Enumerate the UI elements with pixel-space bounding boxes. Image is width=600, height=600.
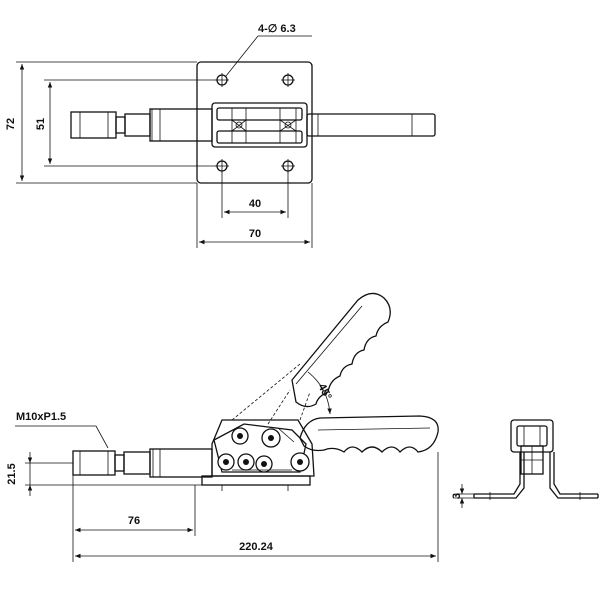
dim-plate-width: 70 <box>196 183 313 248</box>
dim-hole-spacing-h-label: 40 <box>249 198 261 210</box>
thread-callout: M10xP1.5 <box>15 411 109 449</box>
dim-plate-width-label: 70 <box>249 228 261 240</box>
end-view: 3 <box>451 419 599 508</box>
dim-hole-spacing-v-label: 51 <box>35 118 47 130</box>
hole-callout: 4-∅ 6.3 <box>225 23 312 77</box>
dim-spindle-height-label: 21.5 <box>6 463 18 484</box>
dim-hole-spacing-h: 40 <box>221 172 289 218</box>
handle-closed <box>299 415 439 453</box>
hole-callout-label: 4-∅ 6.3 <box>258 23 296 35</box>
dim-plate-height: 72 <box>5 61 197 184</box>
dim-base-thickness-label: 3 <box>451 493 463 499</box>
dim-spindle-length: 76 <box>72 475 196 536</box>
top-view: 72 51 40 70 4-∅ 6.3 <box>5 23 436 248</box>
dim-spindle-length-label: 76 <box>128 515 140 527</box>
side-base <box>201 475 311 486</box>
thread-callout-label: M10xP1.5 <box>16 411 66 423</box>
base-plate <box>196 61 313 184</box>
clamp-body-top <box>211 102 308 148</box>
spindle-top <box>70 108 213 142</box>
dim-base-thickness: 3 <box>451 484 474 508</box>
dim-spindle-height: 21.5 <box>6 452 202 496</box>
dim-plate-height-label: 72 <box>5 118 17 130</box>
handle-open <box>231 292 391 425</box>
mounting-holes <box>215 73 295 173</box>
angle-indicator: 45° <box>307 371 334 415</box>
side-view: 45° M10xP1.5 21.5 76 220.24 <box>6 292 439 562</box>
spindle-side <box>72 448 213 478</box>
dim-overall-length-label: 220.24 <box>239 541 274 553</box>
clamp-body-side <box>211 419 315 477</box>
dim-overall-length: 220.24 <box>72 452 439 562</box>
dim-hole-spacing-v: 51 <box>35 79 216 167</box>
handle-top <box>306 113 436 137</box>
